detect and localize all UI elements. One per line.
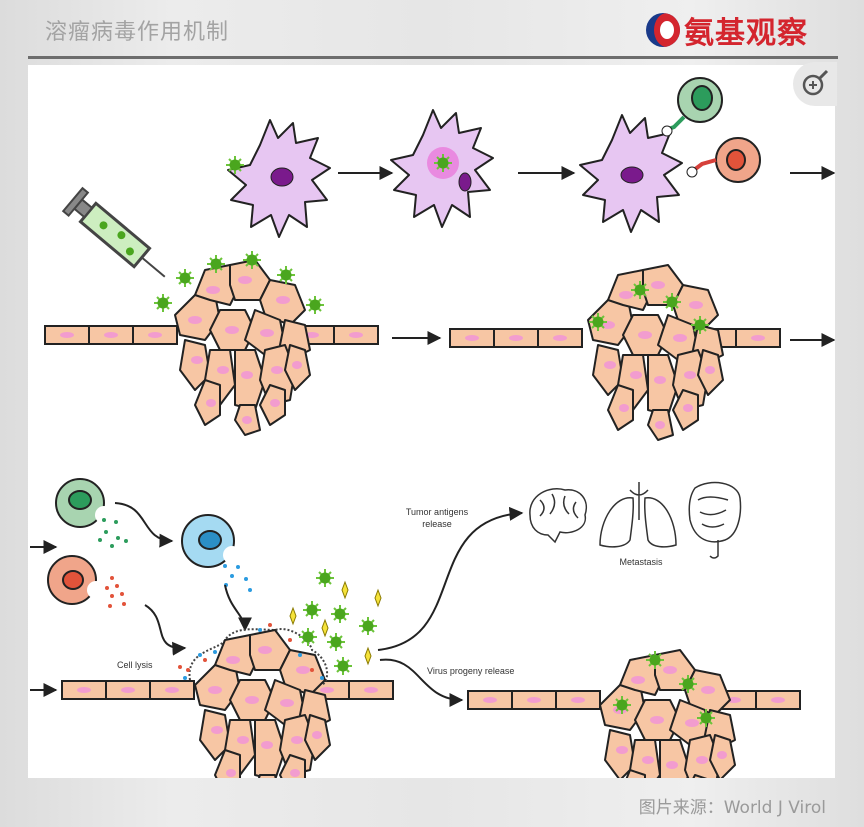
t-cell-red-releasing [47, 555, 126, 608]
logo-text: 氨基观察 [684, 16, 808, 51]
label-metastasis: Metastasis [619, 557, 663, 567]
t-cell-green-releasing [55, 478, 128, 548]
dendritic-cell-capture [225, 119, 331, 238]
brain-icon [529, 488, 587, 544]
arrow [144, 604, 187, 656]
arrow-progeny [379, 658, 464, 707]
t-cell-blue [181, 514, 252, 592]
lysed-cell-outline [188, 628, 329, 686]
cytokine-dots [178, 623, 324, 680]
intestine-icon [688, 481, 742, 559]
zoom-in-icon [802, 69, 829, 96]
lungs-icon [599, 482, 677, 548]
dendritic-cell-processing [390, 109, 494, 228]
diagram-panel: Cell lysis Tumor antigens release Metast… [28, 65, 836, 826]
t-cell-red [686, 137, 761, 183]
page-title: 溶瘤病毒作用机制 [45, 20, 230, 45]
label-tumor-antigens: Tumor antigens [406, 507, 469, 517]
tumor-new-infection [599, 649, 736, 826]
oncolytic-virus-diagram: Cell lysis Tumor antigens release Metast… [30, 77, 836, 826]
t-cell-green [661, 77, 723, 137]
tumor-infected [174, 259, 311, 436]
image-source: 图片来源：World J Virol [638, 798, 826, 818]
arrow-antigens [377, 506, 524, 651]
label-release: release [422, 519, 452, 529]
header-divider [28, 56, 838, 59]
arrow [114, 502, 174, 548]
tumor-replicating [587, 264, 724, 441]
brand-logo: 氨基观察 [646, 8, 808, 52]
antigen-stars [289, 580, 382, 666]
logo-icon [646, 13, 680, 47]
zoom-in-button[interactable] [793, 62, 837, 106]
arrow [224, 584, 252, 632]
label-virus-progeny: Virus progeny release [427, 666, 514, 676]
dendritic-cell-presenting [579, 114, 683, 233]
label-cell-lysis: Cell lysis [117, 660, 153, 670]
syringe-icon [61, 186, 166, 278]
